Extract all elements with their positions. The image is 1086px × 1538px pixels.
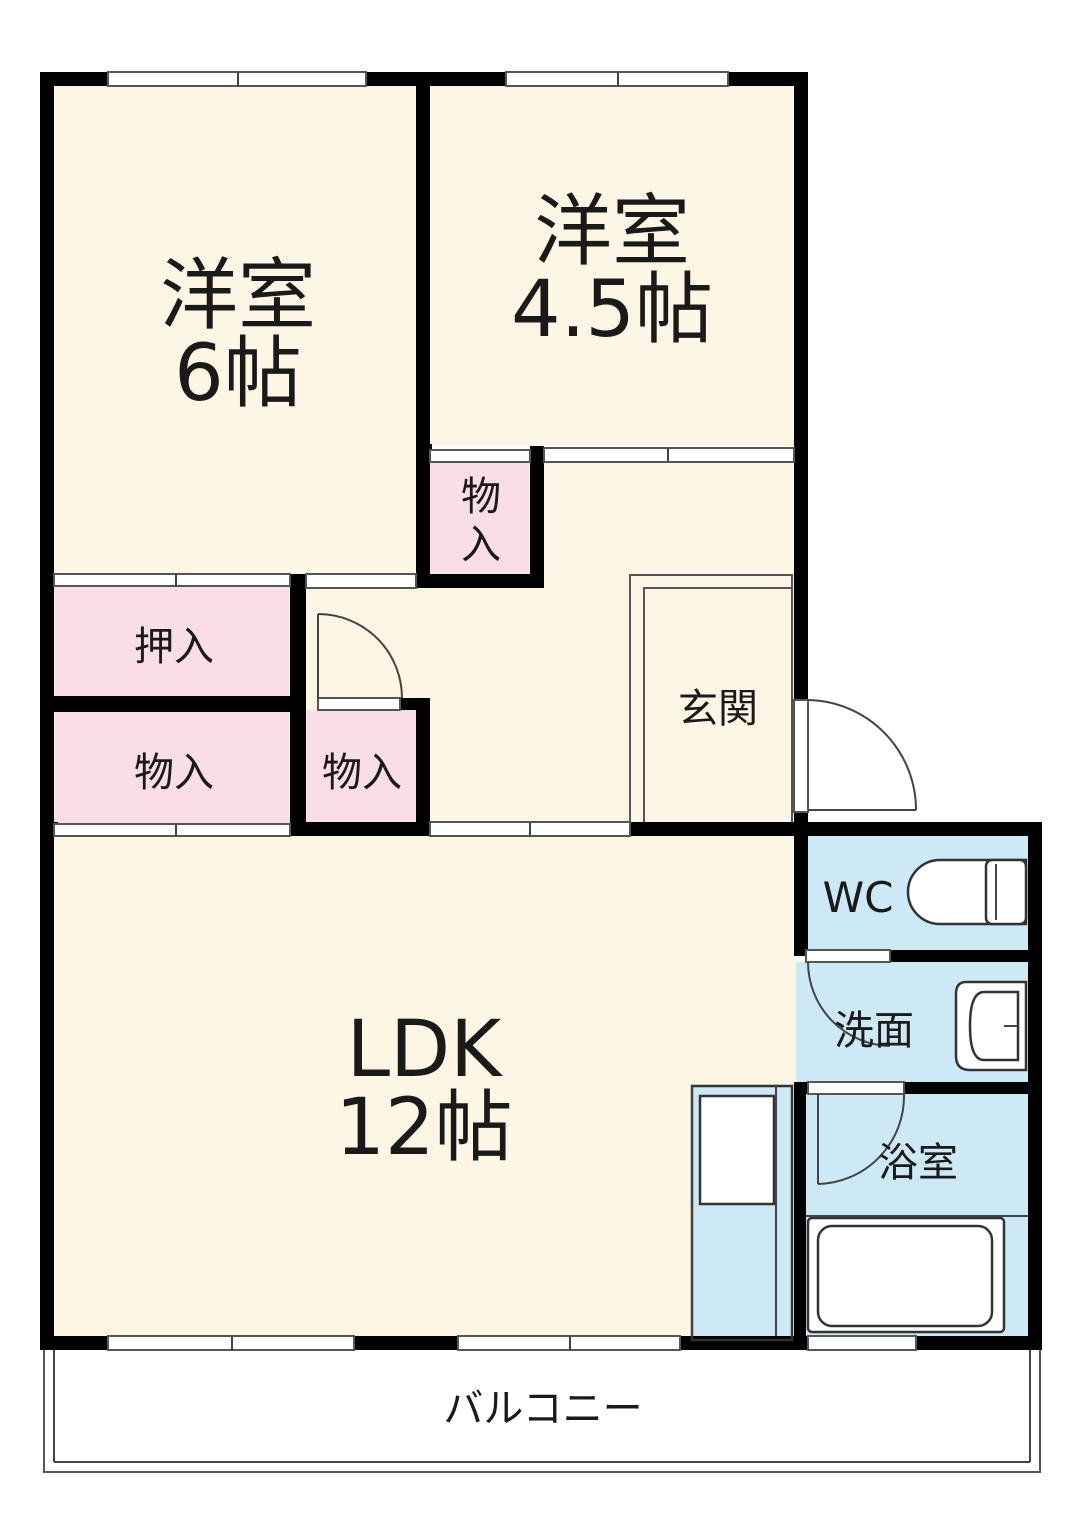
- room-western-4-5: [430, 84, 796, 446]
- western-right-name: 洋室: [534, 187, 690, 277]
- door-swing-icon: [807, 1081, 906, 1185]
- window-icon: [807, 1335, 917, 1351]
- wall-storage-top-bottom: [416, 574, 544, 588]
- door-swing-icon: [793, 699, 917, 813]
- sliding-door-western6: [305, 573, 417, 589]
- toilet-icon: [906, 858, 1028, 926]
- wc-label: WC: [823, 873, 894, 922]
- western-left-size: 6帖: [174, 329, 302, 419]
- storage-left-label: 物入: [134, 750, 214, 796]
- storage-top: [430, 452, 534, 576]
- sliding-door-oshiire: [53, 573, 291, 587]
- room-ldk: [52, 832, 796, 1340]
- storage-center: [306, 710, 418, 826]
- sliding-door-storage-left: [53, 823, 291, 837]
- bath-label: 浴室: [878, 1140, 958, 1186]
- washbasin-icon: [954, 980, 1028, 1072]
- wall-outer-right: [794, 72, 808, 700]
- kitchen-counter-icon: [690, 1084, 794, 1342]
- bathtub-icon: [806, 1216, 1006, 1334]
- storage-top-char1: 物: [461, 474, 501, 520]
- wall-bath-left: [794, 1082, 806, 1350]
- wall-closet-middle: [40, 696, 306, 712]
- oshiire-closet: [52, 584, 294, 696]
- sliding-door-storage-top: [429, 449, 531, 463]
- wall-center-storage-right: [416, 698, 430, 836]
- storage-left: [52, 712, 294, 826]
- entrance-label: 玄関: [678, 686, 758, 732]
- balcony-label: バルコニー: [443, 1386, 642, 1432]
- ldk-name: LDK: [347, 1005, 504, 1095]
- storage-center-label: 物入: [322, 750, 402, 796]
- washroom-label: 洗面: [834, 1008, 914, 1054]
- wall-center-storage-top: [400, 698, 430, 710]
- western-right-size: 4.5帖: [511, 265, 713, 355]
- western-left-name: 洋室: [160, 251, 316, 341]
- oshiire-label: 押入: [134, 624, 214, 670]
- wall-western45-bottom: [416, 444, 432, 454]
- wall-wet-top: [794, 822, 1042, 836]
- storage-top-char2: 入: [461, 522, 501, 568]
- wall-wc-bottom: [890, 950, 1042, 962]
- wall-outer-right-lower: [794, 812, 808, 956]
- wall-ldk-top-mid: [290, 822, 430, 836]
- wall-between-western: [416, 72, 430, 588]
- door-swing-icon: [317, 613, 403, 711]
- ldk-size: 12帖: [335, 1083, 512, 1173]
- door-swing-icon: [805, 949, 891, 1047]
- wall-storage-top-right: [530, 446, 544, 588]
- balcony-outline: [43, 1345, 1041, 1473]
- wall-ldk-top-right: [630, 822, 808, 836]
